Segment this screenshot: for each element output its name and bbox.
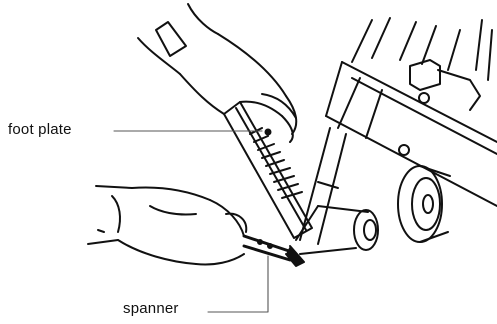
- lower-hand: [87, 185, 248, 266]
- spanner: [242, 234, 305, 267]
- spanner-leader: [207, 255, 269, 313]
- upper-hand: [137, 3, 298, 143]
- machine-frame: [325, 17, 497, 207]
- foot-plate: [223, 101, 313, 239]
- wheel: [397, 165, 451, 243]
- cylinder-drum: [295, 205, 379, 255]
- spanner-label: spanner: [123, 300, 179, 317]
- support-leg: [299, 127, 347, 245]
- leader-lines: [113, 130, 269, 313]
- foot-plate-label: foot plate: [8, 121, 72, 138]
